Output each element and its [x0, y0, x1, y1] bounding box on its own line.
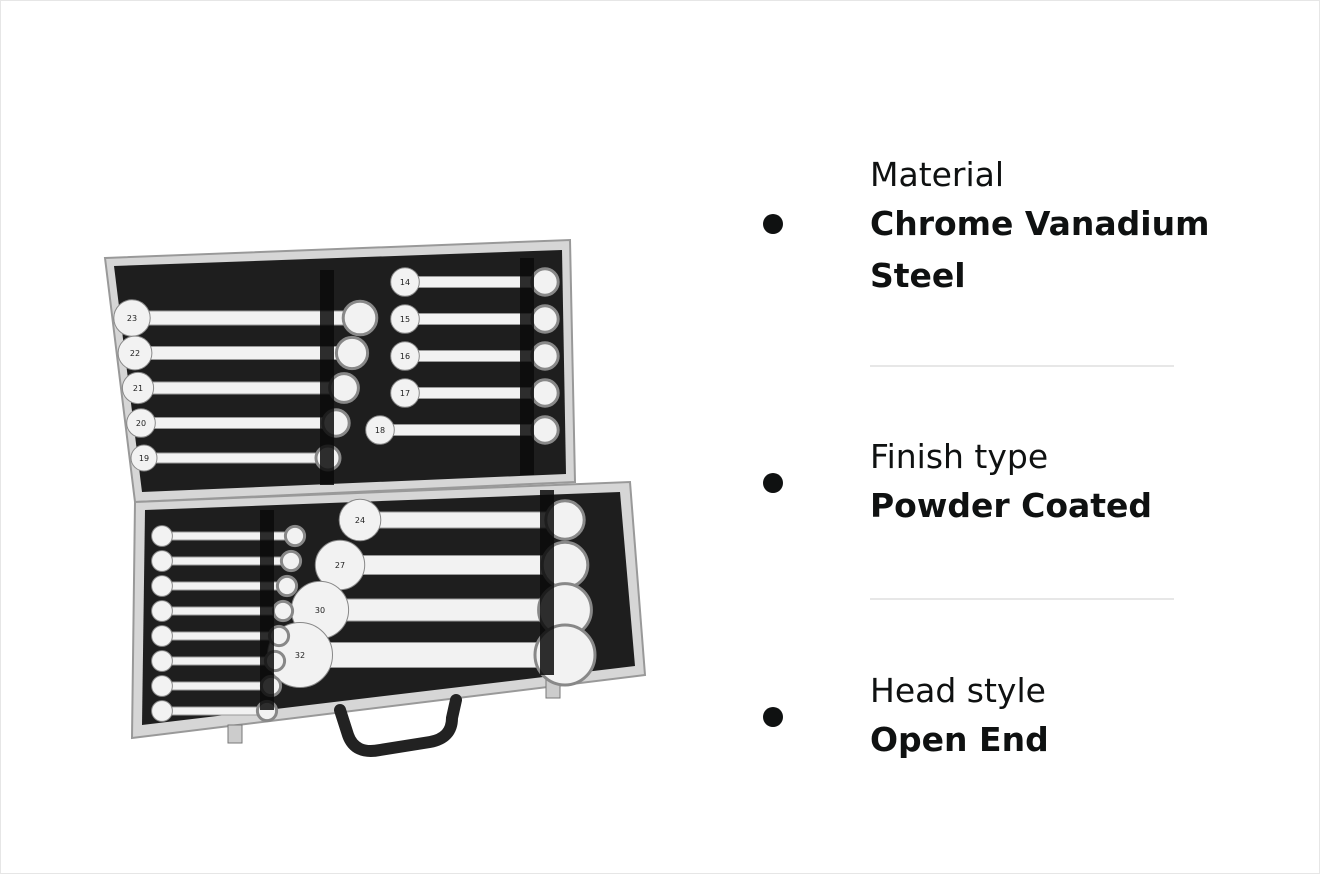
wrench [151, 699, 279, 723]
divider [870, 365, 1174, 367]
open-head [338, 498, 382, 542]
ring-head [530, 415, 560, 445]
case-latch [227, 724, 243, 744]
ring-head [283, 524, 307, 548]
holding-strap [540, 490, 554, 675]
holding-strap [260, 510, 274, 710]
bullet-icon [763, 214, 783, 234]
wrench-shaft [161, 706, 268, 716]
open-head [151, 700, 173, 722]
wrench-size-label: 30 [315, 606, 325, 615]
wrench-size-label: 24 [355, 516, 365, 525]
wrench-size-label: 15 [400, 315, 410, 324]
open-head [151, 625, 173, 647]
wrench: 21 [121, 371, 360, 405]
bullet-icon [763, 707, 783, 727]
wrench-shaft [137, 381, 345, 395]
open-head [365, 415, 395, 445]
wrench: 22 [117, 335, 370, 371]
wrench: 24 [338, 498, 586, 542]
wrench [151, 624, 291, 648]
attribute-value: Open End [870, 720, 1049, 759]
wrench-shaft [161, 531, 296, 541]
open-head [390, 341, 420, 371]
wrench: 16 [390, 341, 560, 371]
attribute-value: Powder Coated [870, 486, 1153, 525]
wrench-size-label: 16 [400, 352, 410, 361]
wrench-shaft [161, 656, 276, 666]
wrench [151, 649, 287, 673]
open-head [117, 335, 153, 371]
attribute-material: Material Chrome Vanadium Steel [760, 150, 1220, 380]
wrench-shaft [134, 346, 353, 360]
wrench: 18 [365, 415, 560, 445]
wrench-size-label: 23 [127, 314, 137, 323]
ring-head [530, 378, 560, 408]
wrenches: 23 22 21 20 19 14 15 16 17 18 24 27 30 32 [113, 258, 597, 723]
wrench [151, 599, 295, 623]
open-head [390, 267, 420, 297]
ring-head [279, 549, 303, 573]
wrench-size-label: 18 [375, 426, 385, 435]
wrench-size-label: 14 [400, 278, 410, 287]
attribute-value: Chrome Vanadium Steel [870, 204, 1210, 295]
open-head [151, 575, 173, 597]
ring-head [530, 304, 560, 334]
open-head [121, 371, 155, 405]
wrench: 17 [390, 378, 560, 408]
wrench-size-label: 19 [139, 454, 149, 463]
divider [870, 598, 1174, 600]
holding-strap [320, 270, 334, 485]
wrench-size-label: 32 [295, 651, 305, 660]
wrench [151, 549, 303, 573]
attribute-finish-type: Finish type Powder Coated [760, 432, 1220, 632]
open-head [151, 600, 173, 622]
wrench [151, 674, 283, 698]
wrench-shaft [299, 642, 566, 668]
wrench-size-label: 17 [400, 389, 410, 398]
ring-head [334, 335, 370, 371]
attribute-label: Material [870, 155, 1005, 194]
wrench-shaft [161, 681, 272, 691]
open-head [151, 650, 173, 672]
ring-head [271, 599, 295, 623]
wrench-size-label: 21 [133, 384, 143, 393]
wrench-shaft [359, 511, 566, 529]
wrench-shaft [140, 417, 337, 429]
ring-head [530, 341, 560, 371]
attribute-head-style: Head style Open End [760, 666, 1220, 786]
wrench-shaft [143, 452, 329, 464]
open-head [390, 378, 420, 408]
wrench: 15 [390, 304, 560, 334]
wrench-shaft [319, 598, 566, 622]
open-head [151, 525, 173, 547]
wrench-size-label: 27 [335, 561, 345, 570]
bullet-icon [763, 473, 783, 493]
case-handle [334, 694, 462, 757]
ring-head [275, 574, 299, 598]
attribute-label: Finish type [870, 437, 1049, 476]
holding-strap [520, 258, 534, 475]
open-head [151, 675, 173, 697]
wrench-shaft [339, 555, 566, 575]
wrench: 14 [390, 267, 560, 297]
wrench-size-label: 20 [136, 419, 146, 428]
ring-head [341, 299, 379, 337]
open-head [130, 444, 158, 472]
ring-head [530, 267, 560, 297]
wrench-size-label: 22 [130, 349, 140, 358]
wrench [151, 574, 299, 598]
attribute-label: Head style [870, 671, 1046, 710]
open-head [390, 304, 420, 334]
open-head [126, 408, 156, 438]
product-image: 23 22 21 20 19 14 15 16 17 18 24 27 30 32 [103, 238, 647, 757]
open-head [151, 550, 173, 572]
